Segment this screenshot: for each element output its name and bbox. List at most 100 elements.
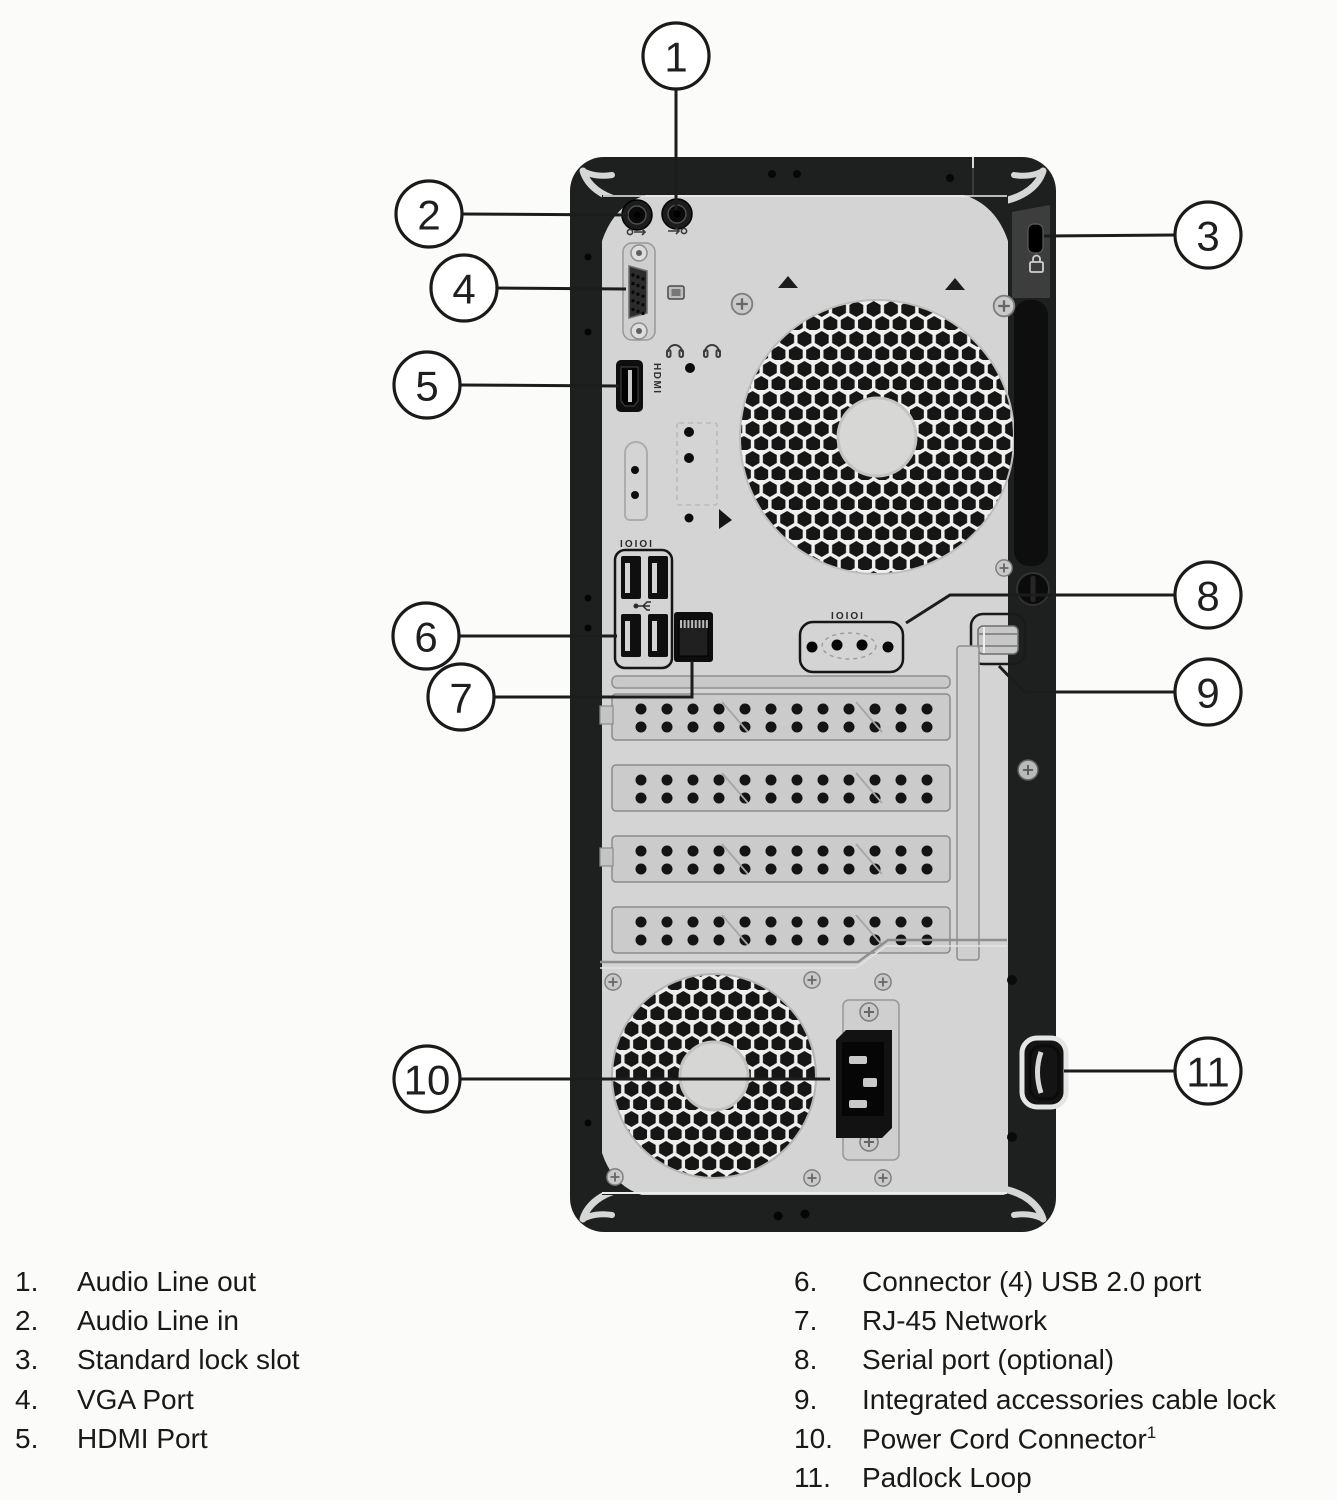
callout-circle-3 [1173, 200, 1243, 270]
callout-circle-2 [394, 179, 464, 249]
hdmi-label: HDMI [651, 363, 662, 395]
callout-circle-6 [391, 601, 461, 671]
callout-2: 2 [394, 179, 629, 249]
monitor-icon [667, 285, 685, 300]
legend-item-number: 5. [15, 1422, 39, 1454]
legend-item: 11. Padlock Loop [794, 1458, 1276, 1497]
rear-view-diagram: HDMI IOIOI [391, 21, 1243, 1232]
callout-3: 3 [1043, 200, 1243, 270]
legend-item: 10. Power Cord Connector1 [794, 1419, 1276, 1458]
legend-item-number: 8. [794, 1344, 818, 1376]
usb-icon [633, 601, 651, 611]
callout-circle-8 [1173, 560, 1243, 630]
legend-item-number: 1. [15, 1265, 39, 1297]
legend-item: 7. RJ-45 Network [794, 1301, 1276, 1340]
legend-item-number: 11. [794, 1462, 831, 1494]
legend-item-number: 4. [15, 1383, 39, 1415]
slot-retention-bar [956, 645, 980, 961]
callout-5: 5 [392, 350, 620, 420]
legend-item: 5. HDMI Port [15, 1419, 300, 1458]
serial-label: IOIOI [831, 611, 865, 622]
headset-icons [666, 344, 721, 358]
leader-line-7 [494, 661, 694, 699]
callout-number-3: 3 [1196, 213, 1219, 260]
legend-col-left: 1. Audio Line out 2. Audio Line in 3. St… [15, 1262, 300, 1458]
legend-item-number: 6. [794, 1265, 818, 1297]
legend-item: 1. Audio Line out [15, 1262, 300, 1301]
callout-circle-9 [1173, 657, 1243, 727]
usb-ports: IOIOI [613, 539, 674, 670]
legend-item-label: VGA Port [77, 1383, 194, 1415]
cable-lock [969, 559, 1027, 666]
leader-line-9 [997, 664, 1175, 694]
panel-knockouts [624, 363, 732, 529]
callout-number-9: 9 [1196, 670, 1219, 717]
callout-9: 9 [997, 657, 1243, 727]
rj45-port [674, 612, 713, 662]
psu-fan-grille [611, 973, 817, 1179]
callout-circle-5 [392, 350, 462, 420]
callout-11: 11 [1064, 1036, 1243, 1106]
callout-circle-11 [1173, 1036, 1243, 1106]
legend-item: 6. Connector (4) USB 2.0 port [794, 1262, 1276, 1301]
leader-line-2 [461, 212, 629, 217]
legend-item-number: 10. [794, 1422, 833, 1454]
audio-jack-icons [626, 227, 688, 236]
legend-item-number: 3. [15, 1344, 39, 1376]
leader-line-8 [905, 593, 1175, 625]
legend-item-number: 2. [15, 1304, 39, 1336]
leader-line-5 [459, 383, 620, 388]
callout-number-1: 1 [664, 34, 687, 81]
hdmi-port: HDMI [616, 360, 662, 412]
callout-circle-1 [641, 21, 711, 91]
legend-item-label: RJ-45 Network [862, 1304, 1048, 1336]
legend-item-label: Audio Line in [77, 1304, 239, 1336]
legend-item-label: Padlock Loop [862, 1462, 1032, 1494]
callouts-layer: 1 2 3 4 5 67 8 9 10 11 [391, 21, 1243, 1114]
audio-line-in-jack [621, 199, 653, 231]
callout-number-8: 8 [1196, 573, 1219, 620]
callout-number-6: 6 [414, 614, 437, 661]
legend-item: 2. Audio Line in [15, 1301, 300, 1340]
callout-circle-7 [426, 662, 496, 732]
legend-item-number: 7. [794, 1304, 818, 1336]
callout-number-7: 7 [449, 675, 472, 722]
legend-item: 9. Integrated accessories cable lock [794, 1380, 1276, 1419]
psu-region [600, 938, 1017, 1187]
vga-port [622, 242, 656, 341]
legend-item: 4. VGA Port [15, 1380, 300, 1419]
legend-item-label: HDMI Port [77, 1422, 208, 1454]
serial-port: IOIOI [798, 611, 905, 674]
leader-line-3 [1043, 233, 1176, 238]
legend-item-label: Integrated accessories cable lock [862, 1383, 1276, 1415]
side-handle-recess [1014, 300, 1048, 566]
right-strip [1012, 205, 1050, 781]
callout-10: 10 [392, 1044, 830, 1114]
callout-number-2: 2 [417, 192, 440, 239]
callout-number-4: 4 [452, 266, 475, 313]
callout-4: 4 [429, 253, 627, 323]
callout-number-11: 11 [1186, 1049, 1230, 1096]
callout-circle-4 [429, 253, 499, 323]
power-connector [836, 999, 900, 1161]
chassis-fan-grille [730, 276, 1016, 575]
audio-line-out-jack [661, 198, 693, 230]
legend-item-number: 9. [794, 1383, 818, 1415]
usb-group-label: IOIOI [620, 539, 654, 550]
callout-number-10: 10 [404, 1057, 451, 1104]
legend-item-label: Standard lock slot [77, 1344, 300, 1376]
leader-line-4 [496, 286, 627, 291]
legend-item-label: Audio Line out [77, 1265, 257, 1297]
callout-circle-10 [392, 1044, 462, 1114]
lock-icon [1029, 254, 1044, 273]
expansion-slots [599, 645, 980, 961]
legend-item-label: Serial port (optional) [862, 1344, 1115, 1376]
callout-1: 1 [641, 21, 711, 210]
callout-6: 6 [391, 601, 617, 671]
slot-cover [611, 764, 951, 812]
padlock-loop [1019, 1035, 1069, 1110]
usb-port [621, 556, 668, 657]
callout-number-5: 5 [415, 363, 438, 410]
callout-7: 7 [426, 661, 694, 732]
